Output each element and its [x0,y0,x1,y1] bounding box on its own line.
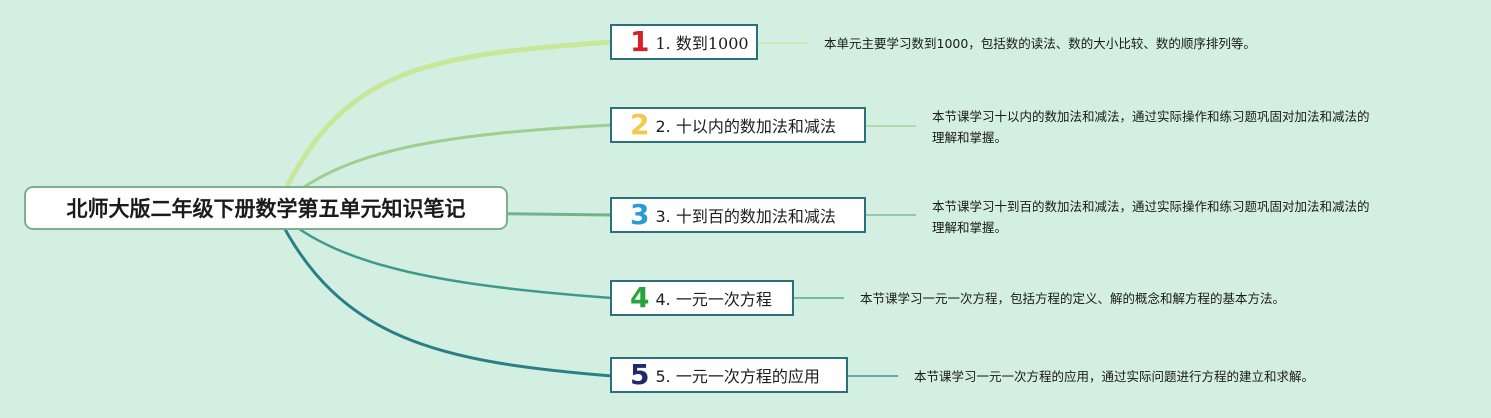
topic-label: 5. 一元一次方程的应用 [655,367,820,386]
topic-3[interactable]: 3 3. 十到百的数加法和减法 [610,197,866,233]
number-5-icon: 5 [630,358,650,391]
branch-2 [278,123,614,208]
topic-label: 1. 数到1000 [655,34,749,53]
number-1-icon: 1 [630,25,650,58]
note-line: 理解和掌握。 [932,220,1008,235]
number-3-icon: 3 [630,198,650,231]
topic-label: 4. 一元一次方程 [655,290,772,309]
note-line: 本节课学习十以内的数加法和减法，通过实际操作和练习题巩固对加法和减法的 [932,109,1370,124]
topic-5[interactable]: 5 5. 一元一次方程的应用 [610,357,848,393]
topic-note-5: 本节课学习一元一次方程的应用，通过实际问题进行方程的建立和求解。 [914,366,1314,387]
note-line: 本节课学习一元一次方程的应用，通过实际问题进行方程的建立和求解。 [914,369,1315,384]
root-topic[interactable]: 北师大版二年级下册数学第五单元知识笔记 [24,186,508,230]
topic-note-1: 本单元主要学习数到1000，包括数的读法、数的大小比较、数的顺序排列等。 [824,33,1256,54]
note-line: 本节课学习一元一次方程，包括方程的定义、解的概念和解方程的基本方法。 [860,291,1286,306]
note-line: 本节课学习十到百的数加法和减法，通过实际操作和练习题巩固对加法和减法的 [932,199,1370,214]
topic-1[interactable]: 1 1. 数到1000 [610,24,758,60]
branch-5 [276,214,614,378]
branch-1 [275,39,615,208]
number-4-icon: 4 [630,281,650,314]
topic-note-4: 本节课学习一元一次方程，包括方程的定义、解的概念和解方程的基本方法。 [860,288,1285,309]
topic-note-3: 本节课学习十到百的数加法和减法，通过实际操作和练习题巩固对加法和减法的 理解和掌… [932,196,1370,238]
number-2-icon: 2 [630,108,650,141]
topic-note-2: 本节课学习十以内的数加法和减法，通过实际操作和练习题巩固对加法和减法的 理解和掌… [932,106,1370,148]
topic-label: 2. 十以内的数加法和减法 [655,117,836,136]
topic-2[interactable]: 2 2. 十以内的数加法和减法 [610,107,866,143]
topic-label: 3. 十到百的数加法和减法 [655,207,836,226]
topic-4[interactable]: 4 4. 一元一次方程 [610,280,794,316]
branch-4 [278,212,614,300]
root-title: 北师大版二年级下册数学第五单元知识笔记 [66,197,466,221]
note-line: 本单元主要学习数到1000，包括数的读法、数的大小比较、数的顺序排列等。 [824,36,1256,51]
note-line: 理解和掌握。 [932,130,1008,145]
